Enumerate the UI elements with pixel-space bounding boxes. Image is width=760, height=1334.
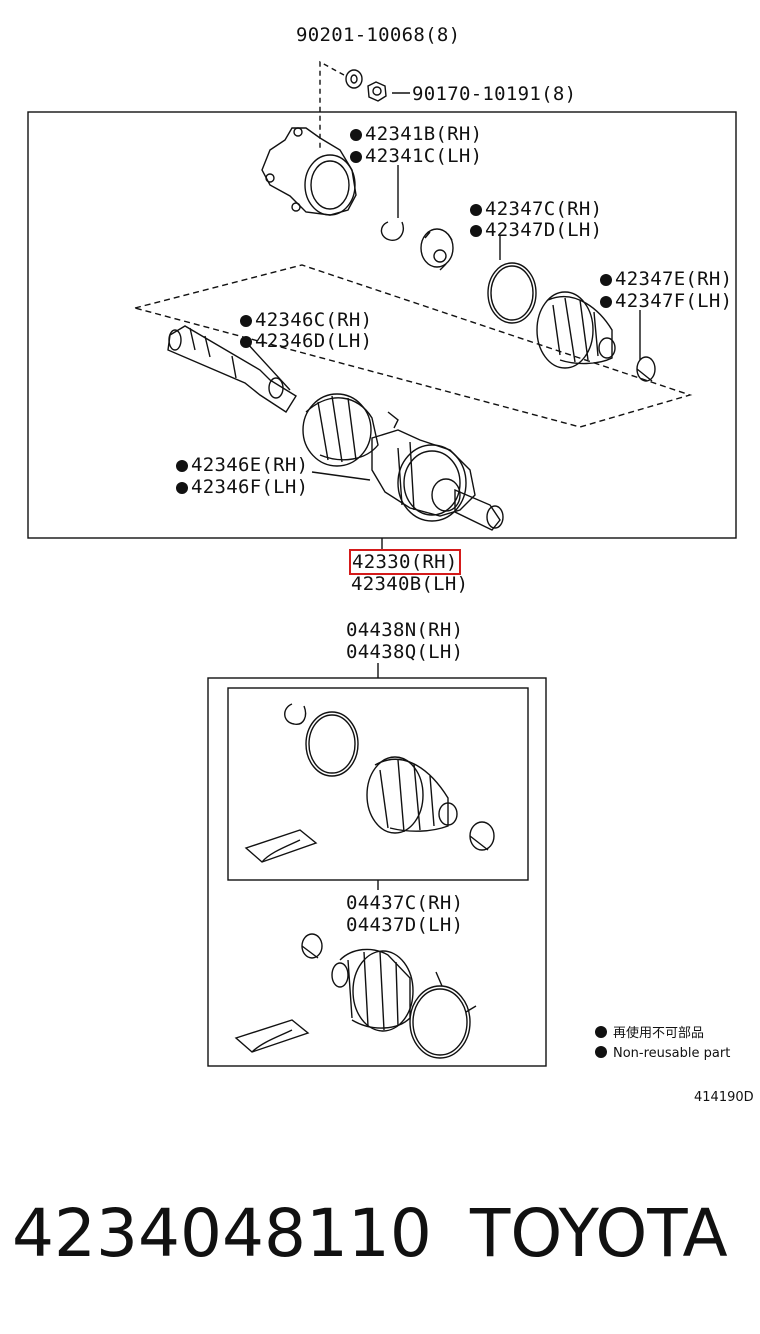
label-kit-outer-rh[interactable]: 04438N(RH) xyxy=(346,619,464,641)
non-reusable-dot xyxy=(240,336,252,348)
grease-pack-icon xyxy=(244,829,318,863)
upper-frame xyxy=(27,111,737,539)
kit-frame-outer xyxy=(207,677,547,1067)
small-band-icon xyxy=(636,356,656,382)
label-kit-outer-lh[interactable]: 04438Q(LH) xyxy=(346,641,464,663)
legend-dot-icon xyxy=(595,1046,607,1058)
drive-shaft-icon xyxy=(167,325,504,531)
label-clamp-upper-rh[interactable]: 42347C(RH) xyxy=(470,198,602,220)
footer-brand: TOYOTA xyxy=(470,1195,728,1272)
label-washer[interactable]: 90170-10191(8) xyxy=(412,83,577,105)
label-nut[interactable]: 90201-10068(8) xyxy=(296,24,461,46)
label-boot-band-lh[interactable]: 42346F(LH) xyxy=(176,476,308,498)
grease-pack-2-icon xyxy=(234,1019,310,1053)
label-clamp-lower-lh[interactable]: 42347F(LH) xyxy=(600,290,732,312)
kit-band-icon xyxy=(469,821,495,851)
snap-ring-icon xyxy=(380,221,404,241)
inner-boot-icon xyxy=(536,291,616,369)
kit2-boot-icon xyxy=(331,948,414,1032)
clamp-ring-icon xyxy=(487,262,537,324)
kit2-clamp-icon xyxy=(409,971,477,1059)
label-bearing-rh[interactable]: 42341B(RH) xyxy=(350,123,482,145)
label-clamp-lower-rh[interactable]: 42347E(RH) xyxy=(600,268,732,290)
nut-icon xyxy=(345,69,363,89)
label-shaft-lh[interactable]: 42340B(LH) xyxy=(351,573,469,595)
non-reusable-dot xyxy=(600,296,612,308)
label-bearing-lh[interactable]: 42341C(LH) xyxy=(350,145,482,167)
non-reusable-dot xyxy=(470,225,482,237)
label-clamp-upper-lh[interactable]: 42347D(LH) xyxy=(470,219,602,241)
label-boot-clamp-rh[interactable]: 42346C(RH) xyxy=(240,309,372,331)
kit-boot-icon xyxy=(366,756,458,834)
washer-icon xyxy=(367,81,387,102)
legend-en: Non-reusable part xyxy=(595,1044,730,1064)
legend: 再使用不可部品 Non-reusable part xyxy=(595,1024,730,1064)
kit2-band-icon xyxy=(301,933,323,959)
label-boot-band-rh[interactable]: 42346E(RH) xyxy=(176,454,308,476)
legend-jp: 再使用不可部品 xyxy=(595,1024,730,1044)
hub-bearing-icon xyxy=(261,127,357,216)
non-reusable-dot xyxy=(176,460,188,472)
non-reusable-dot xyxy=(350,129,362,141)
kit-snap-ring-icon xyxy=(284,703,307,725)
kit-clamp-icon xyxy=(305,711,359,777)
tripod-icon xyxy=(420,228,454,271)
footer-part-number: 4234048110 xyxy=(12,1195,432,1272)
non-reusable-dot xyxy=(240,315,252,327)
highlighted-part-number: 42330(RH) xyxy=(349,549,461,575)
label-kit-inner-rh[interactable]: 04437C(RH) xyxy=(346,892,464,914)
label-boot-clamp-lh[interactable]: 42346D(LH) xyxy=(240,330,372,352)
label-kit-inner-lh[interactable]: 04437D(LH) xyxy=(346,914,464,936)
diagram-code: 414190D xyxy=(694,1090,754,1105)
non-reusable-dot xyxy=(600,274,612,286)
non-reusable-dot xyxy=(470,204,482,216)
non-reusable-dot xyxy=(176,482,188,494)
legend-dot-icon xyxy=(595,1026,607,1038)
label-shaft-rh[interactable]: 42330(RH) xyxy=(349,549,461,575)
kit-frame-inner xyxy=(227,687,529,881)
non-reusable-dot xyxy=(350,151,362,163)
